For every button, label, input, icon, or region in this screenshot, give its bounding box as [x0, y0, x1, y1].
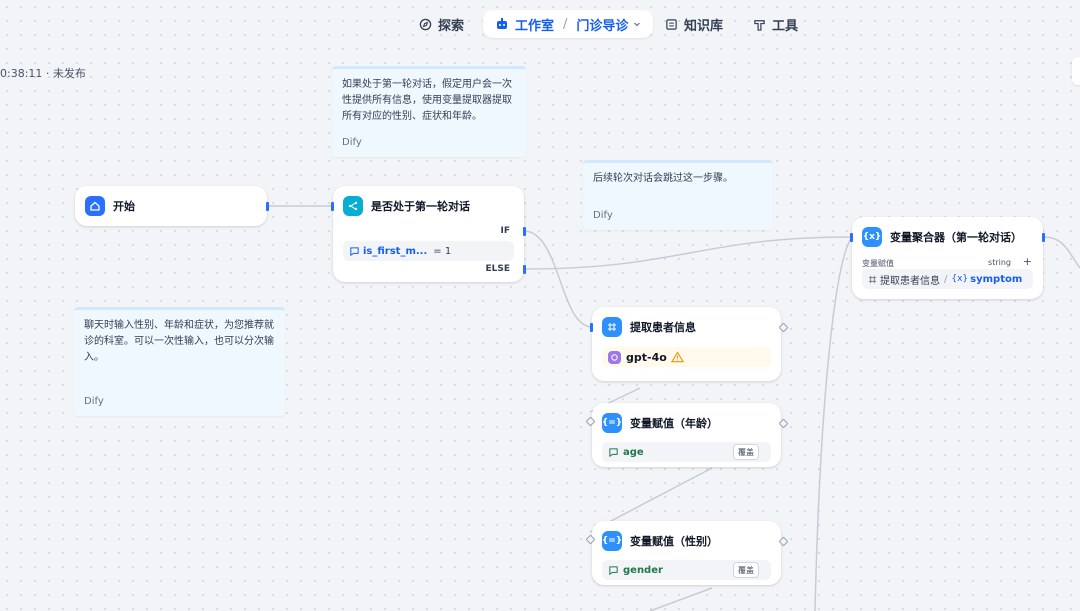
output-handle[interactable] — [1042, 233, 1045, 242]
model-name: gpt-4o — [626, 350, 667, 364]
edge-aggregator-down — [814, 236, 853, 611]
source-node-name: 提取患者信息 — [880, 275, 940, 287]
edge-gender-down — [649, 587, 713, 611]
variable-name: gender — [623, 564, 663, 576]
warning-icon — [670, 351, 684, 363]
nav-explore[interactable]: 探索 — [418, 10, 464, 38]
node-assigner-gender[interactable]: {=} 变量赋值（性别） gender 覆盖 — [585, 521, 789, 585]
condition-row[interactable]: is_first_m... = 1 — [343, 241, 514, 261]
nav-studio[interactable]: 工作室 / 门诊导诊 — [483, 10, 654, 38]
aggregator-icon: {x} — [862, 227, 882, 247]
node-title: 是否处于第一轮对话 — [371, 200, 470, 213]
node-if-else[interactable]: 是否处于第一轮对话 IF is_first_m... = 1 ELSE — [331, 186, 526, 282]
note-author: Dify — [342, 137, 362, 148]
note-first-round[interactable]: 如果处于第一轮对话，假定用户会一次性提供所有信息，使用变量提取器提取所有对应的性… — [332, 66, 526, 157]
variable-icon — [349, 246, 360, 257]
condition-operator: = 1 — [433, 245, 452, 257]
source-variable: symptom — [970, 273, 1023, 285]
robot-icon — [495, 17, 509, 31]
edge-aggregator-out — [1043, 236, 1080, 269]
model-selector[interactable]: gpt-4o — [602, 347, 771, 367]
nav-app-name[interactable]: 门诊导诊 — [576, 18, 629, 34]
node-title: 变量聚合器（第一轮对话） — [890, 231, 1022, 244]
nav-knowledge-label: 知识库 — [684, 18, 724, 34]
variable-icon — [608, 447, 619, 458]
edge-if-to-extractor — [523, 230, 593, 328]
chevron-down-icon[interactable] — [633, 20, 641, 28]
nav-studio-label: 工作室 — [515, 18, 555, 34]
branch-icon — [343, 196, 363, 216]
nav-explore-label: 探索 — [438, 18, 465, 34]
assigner-icon: {=} — [602, 413, 622, 433]
if-output-handle[interactable] — [523, 227, 526, 236]
note-author: Dify — [593, 210, 613, 221]
variable-name: age — [623, 446, 644, 458]
node-title: 提取患者信息 — [630, 321, 696, 334]
add-variable-button[interactable]: + — [1022, 255, 1032, 268]
nav-separator: / — [563, 16, 568, 32]
note-intro[interactable]: 聊天时输入性别、年龄和症状，为您推荐就诊的科室。可以一次性输入，也可以分次输入。… — [74, 307, 285, 416]
if-branch-label: IF — [500, 226, 511, 236]
hammer-icon — [752, 17, 766, 31]
node-title: 开始 — [113, 200, 135, 213]
field-type: string — [988, 258, 1011, 267]
node-title: 变量赋值（性别） — [630, 535, 718, 548]
nav-tools-label: 工具 — [772, 18, 799, 34]
assigned-variable-row[interactable]: gender 覆盖 — [602, 560, 771, 580]
book-icon — [664, 17, 678, 31]
node-start[interactable]: 开始 — [75, 186, 269, 226]
field-label: 变量赋值 — [862, 259, 894, 268]
note-text: 如果处于第一轮对话，假定用户会一次性提供所有信息，使用变量提取器提取所有对应的性… — [342, 79, 512, 122]
note-skip-step[interactable]: 后续轮次对话会跳过这一步骤。 Dify — [583, 160, 773, 230]
else-output-handle[interactable] — [523, 265, 526, 274]
input-handle[interactable] — [331, 202, 334, 211]
note-text: 后续轮次对话会跳过这一步骤。 — [593, 173, 733, 184]
variable-icon — [608, 565, 619, 576]
openai-icon — [608, 350, 621, 364]
publish-status: 0:38:11 · 未发布 — [0, 67, 86, 80]
nav-knowledge[interactable]: 知识库 — [664, 10, 723, 38]
node-title: 变量赋值（年龄） — [630, 417, 718, 430]
edge-else-to-aggregator — [523, 236, 853, 270]
condition-variable: is_first_m... — [363, 245, 428, 257]
write-mode-badge: 覆盖 — [733, 444, 759, 460]
home-icon — [85, 196, 105, 216]
extractor-icon — [602, 317, 622, 337]
output-handle[interactable] — [266, 202, 269, 211]
note-author: Dify — [84, 396, 104, 407]
node-variable-aggregator[interactable]: {x} 变量聚合器（第一轮对话） 变量赋值 string + 提取患者信息 / … — [850, 217, 1045, 299]
compass-icon — [418, 17, 432, 31]
extractor-icon — [868, 275, 877, 284]
top-navigation: 探索 工作室 / 门诊导诊 知识库 工具 — [0, 10, 1080, 38]
note-text: 聊天时输入性别、年龄和症状，为您推荐就诊的科室。可以一次性输入，也可以分次输入。 — [84, 320, 274, 363]
node-assigner-age[interactable]: {=} 变量赋值（年龄） age 覆盖 — [585, 403, 789, 467]
variable-prefix: {x} — [951, 274, 969, 284]
node-parameter-extractor[interactable]: 提取患者信息 gpt-4o — [590, 307, 789, 381]
path-separator: / — [944, 273, 948, 285]
assigner-icon: {=} — [602, 531, 622, 551]
input-handle[interactable] — [850, 233, 853, 242]
nav-tools[interactable]: 工具 — [752, 10, 798, 38]
input-handle[interactable] — [590, 323, 593, 332]
aggregated-variable-row[interactable]: 提取患者信息 / {x} symptom — [862, 269, 1033, 289]
assigned-variable-row[interactable]: age 覆盖 — [602, 442, 771, 462]
panel-toggle-button[interactable] — [1072, 57, 1080, 85]
else-branch-label: ELSE — [485, 264, 510, 274]
write-mode-badge: 覆盖 — [733, 562, 759, 578]
